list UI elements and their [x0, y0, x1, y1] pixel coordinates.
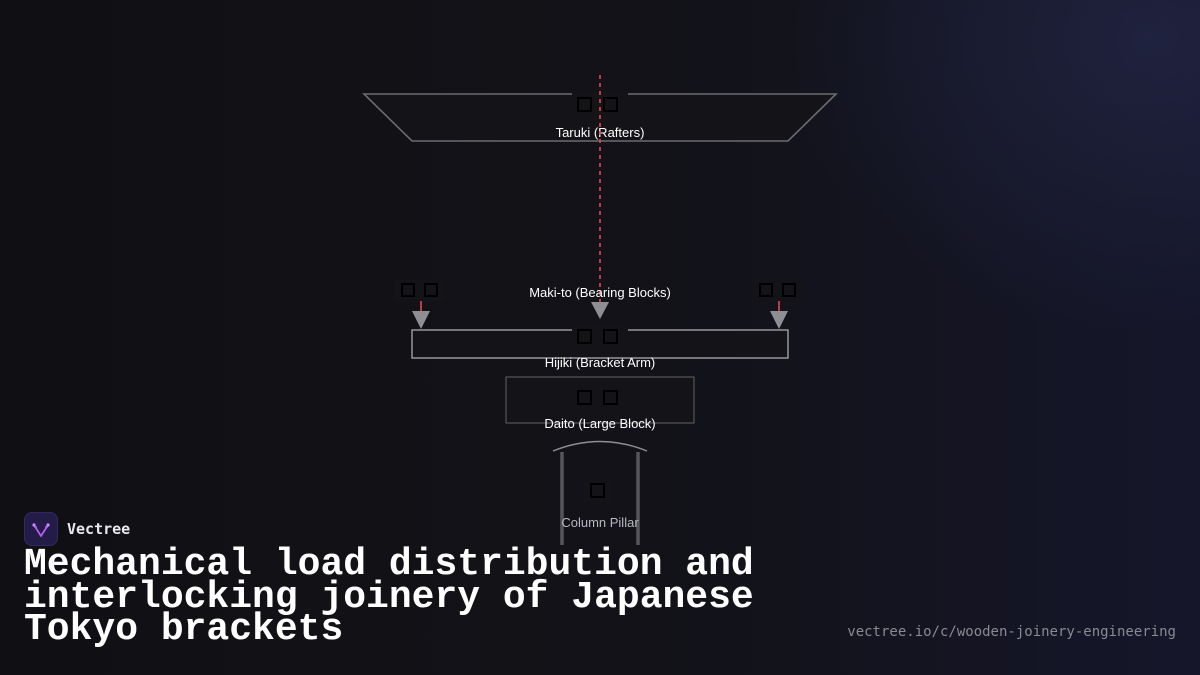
joint-node-icon: [577, 329, 592, 344]
source-url[interactable]: vectree.io/c/wooden-joinery-engineering: [847, 624, 1176, 640]
load-arrow-icon: [412, 311, 430, 329]
vectree-logo-icon: [24, 512, 58, 546]
joint-node-icon: [759, 283, 773, 297]
brand: Vectree: [24, 512, 130, 546]
hijiki-label: Hijiki (Bracket Arm): [545, 355, 656, 370]
load-arrow-icon: [591, 302, 609, 319]
hijiki-bracket-arm: Hijiki (Bracket Arm): [411, 326, 789, 370]
load-arrow-icon: [770, 311, 788, 329]
daito-large-block: Daito (Large Block): [505, 376, 695, 431]
pillar-label: Column Pillar: [561, 515, 639, 530]
joint-node-icon: [577, 97, 592, 112]
joint-node-icon: [603, 390, 618, 405]
brand-name: Vectree: [67, 520, 131, 538]
daito-label: Daito (Large Block): [544, 416, 655, 431]
joint-node-icon: [603, 97, 618, 112]
column-pillar: Column Pillar: [552, 440, 648, 545]
makito-center: Maki-to (Bearing Blocks): [529, 285, 671, 319]
makito-label: Maki-to (Bearing Blocks): [529, 285, 671, 300]
joint-node-icon: [401, 283, 415, 297]
makito-right: [753, 280, 803, 329]
joint-node-icon: [424, 283, 438, 297]
joint-node-icon: [577, 390, 592, 405]
page-title: Mechanical load distribution and interlo…: [24, 543, 754, 651]
joint-node-icon: [603, 329, 618, 344]
joint-node-icon: [782, 283, 796, 297]
makito-left: [395, 280, 445, 329]
joint-node-icon: [590, 483, 605, 498]
